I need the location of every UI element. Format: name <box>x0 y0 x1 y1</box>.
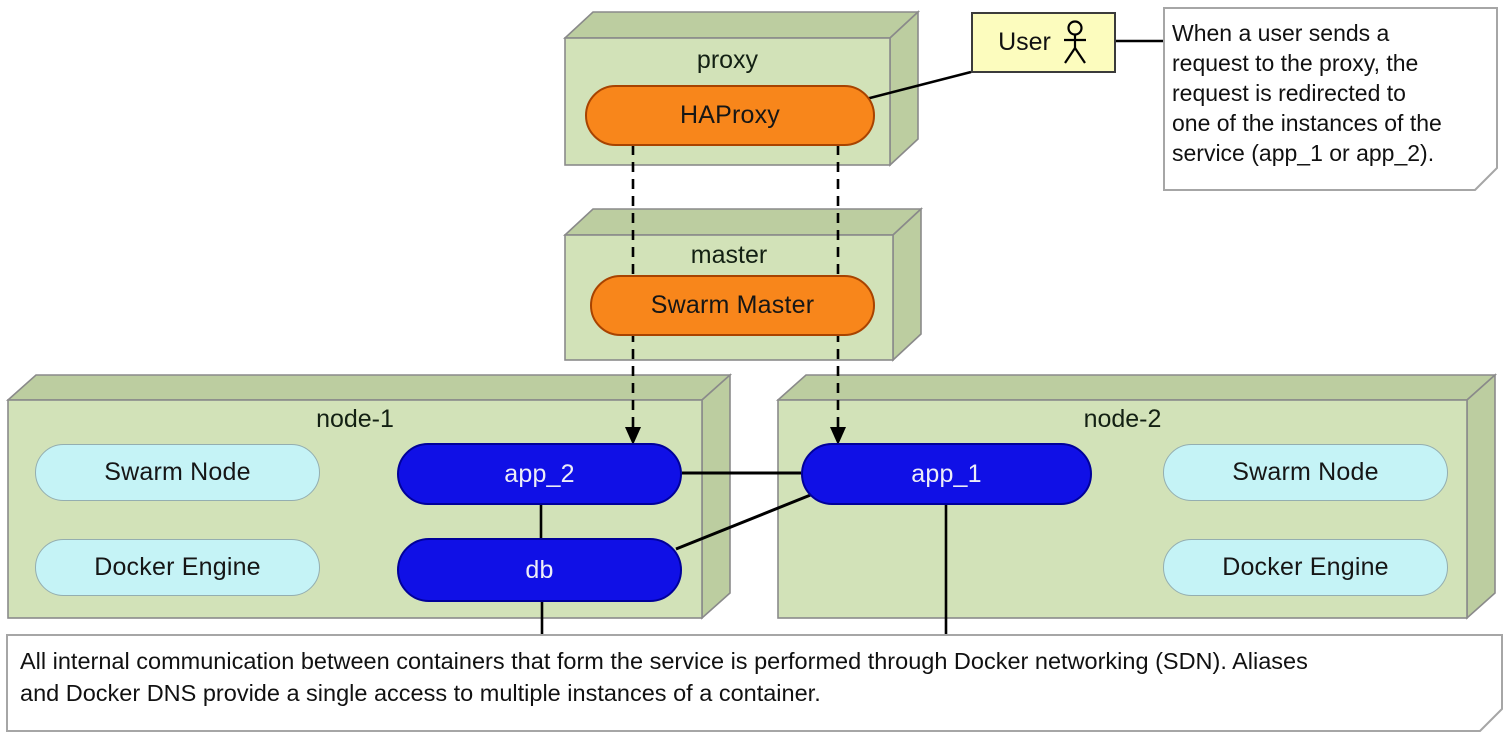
note-line: request is redirected to <box>1172 80 1406 106</box>
node1-db-container: db <box>397 538 682 602</box>
node1-box-top-face <box>5 374 733 401</box>
node2-docker-engine: Docker Engine <box>1163 539 1448 596</box>
user-request-note-fold <box>1474 167 1498 191</box>
note-line: and Docker DNS provide a single access t… <box>20 680 821 706</box>
node1-label: node-1 <box>316 405 394 433</box>
proxy-box-top-face <box>562 11 921 39</box>
user-actor-icon <box>1063 19 1086 64</box>
sdn-note-text: All internal communication between conta… <box>20 645 1485 709</box>
master-box-top-face <box>562 208 924 236</box>
user-label: User <box>998 28 1051 56</box>
note-line: All internal communication between conta… <box>20 648 1308 674</box>
user-actor-box: User <box>971 12 1116 73</box>
proxy-label: proxy <box>696 46 759 74</box>
user-request-note-text: When a user sends a request to the proxy… <box>1172 18 1492 168</box>
node2-swarm-node: Swarm Node <box>1163 444 1448 501</box>
note-line: When a user sends a <box>1172 20 1390 46</box>
swarm-master-component: Swarm Master <box>590 275 875 336</box>
node2-box-side-face <box>1466 373 1496 620</box>
node2-app1-container: app_1 <box>801 443 1092 505</box>
edge-db-app1 <box>675 492 814 551</box>
node1-box-side-face <box>701 373 731 620</box>
arrowhead-app1 <box>830 427 846 445</box>
note-line: service (app_1 or app_2). <box>1172 140 1435 166</box>
arrowhead-app2 <box>625 427 641 445</box>
node2-box-top-face <box>775 374 1498 401</box>
haproxy-component: HAProxy <box>585 85 875 146</box>
sdn-note-fold <box>1479 708 1503 732</box>
edge-haproxy-user <box>865 70 972 101</box>
node2-label: node-2 <box>1083 405 1162 433</box>
note-line: request to the proxy, the <box>1172 50 1419 76</box>
master-box-side-face <box>892 207 922 362</box>
node1-swarm-node: Swarm Node <box>35 444 320 501</box>
master-label: master <box>690 241 768 269</box>
note-line: one of the instances of the <box>1172 110 1442 136</box>
node1-app2-container: app_2 <box>397 443 682 505</box>
node1-docker-engine: Docker Engine <box>35 539 320 596</box>
